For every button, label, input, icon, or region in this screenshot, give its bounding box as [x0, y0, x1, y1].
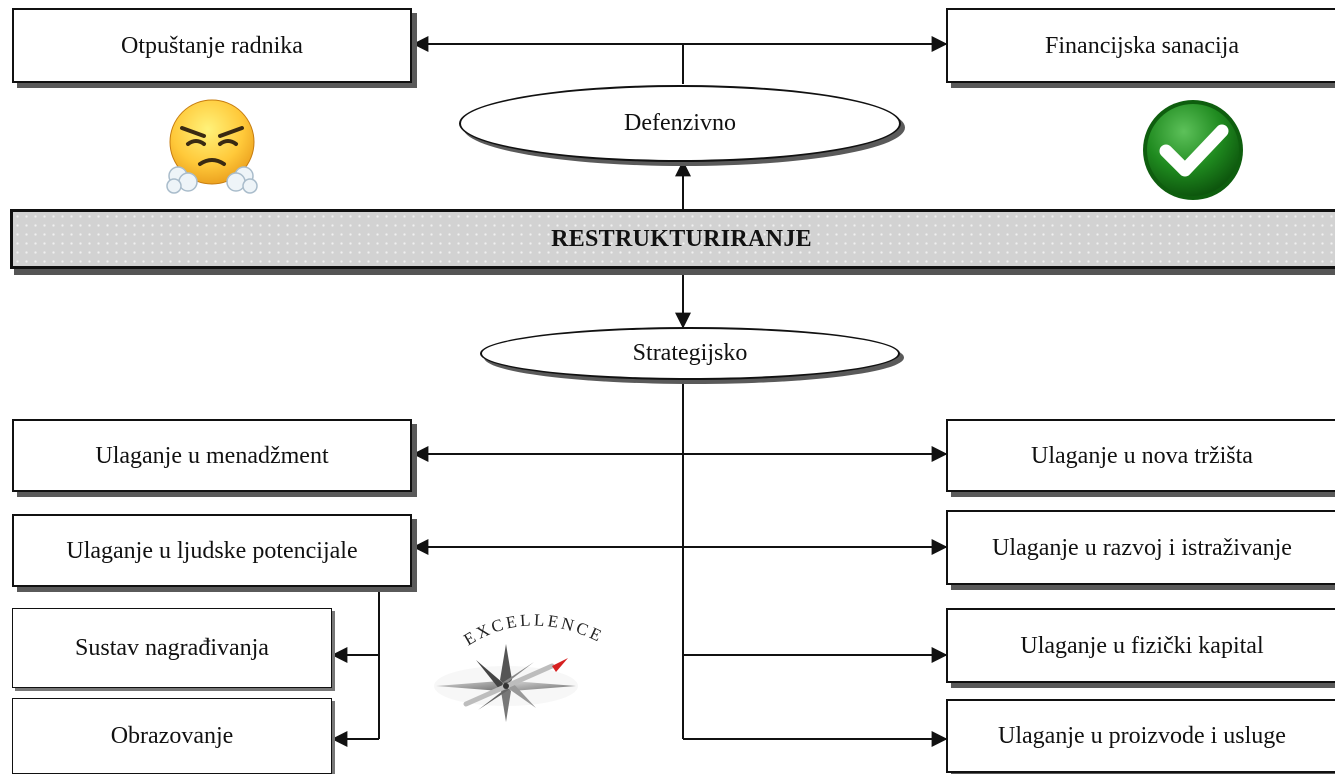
compass-excellence-icon: EXCELLENCE	[434, 610, 607, 722]
band-title: RESTRUKTURIRANJE	[551, 225, 812, 252]
box-ulaganje-ljudski-potencijali: Ulaganje u ljudske potencijale	[12, 514, 412, 587]
box-obrazovanje: Obrazovanje	[12, 698, 332, 774]
angry-face-icon	[166, 99, 258, 194]
compass-text: EXCELLENCE	[460, 610, 604, 649]
ellipse-label: Defenzivno	[624, 110, 736, 136]
box-label: Obrazovanje	[110, 723, 234, 749]
box-otpustanje-radnika: Otpuštanje radnika	[12, 8, 412, 83]
box-razvoj-istrazivanje: Ulaganje u razvoj i istraživanje	[946, 510, 1335, 585]
ellipse-strategijsko: Strategijsko	[480, 327, 900, 380]
box-label: Ulaganje u ljudske potencijale	[66, 537, 358, 564]
box-label: Ulaganje u fizički kapital	[1020, 632, 1264, 659]
box-fizicki-kapital: Ulaganje u fizički kapital	[946, 608, 1335, 683]
box-label: Sustav nagrađivanja	[75, 635, 269, 661]
ellipse-label: Strategijsko	[632, 340, 748, 366]
ellipse-defenzivno: Defenzivno	[459, 85, 901, 162]
box-label: Ulaganje u nova tržišta	[1031, 442, 1253, 469]
box-label: Ulaganje u proizvode i usluge	[998, 723, 1286, 749]
box-proizvodi-usluge: Ulaganje u proizvode i usluge	[946, 699, 1335, 773]
checkmark-icon	[1143, 100, 1243, 200]
box-nova-trzista: Ulaganje u nova tržišta	[946, 419, 1335, 492]
restrukturiranje-band: RESTRUKTURIRANJE	[10, 209, 1335, 269]
box-label: Ulaganje u menadžment	[95, 442, 329, 469]
box-label: Ulaganje u razvoj i istraživanje	[992, 534, 1292, 561]
box-label: Financijska sanacija	[1045, 32, 1239, 59]
svg-text:EXCELLENCE: EXCELLENCE	[460, 610, 607, 649]
box-label: Otpuštanje radnika	[121, 32, 303, 59]
box-ulaganje-menadzment: Ulaganje u menadžment	[12, 419, 412, 492]
box-sustav-nagradivanja: Sustav nagrađivanja	[12, 608, 332, 688]
box-financijska-sanacija: Financijska sanacija	[946, 8, 1335, 83]
